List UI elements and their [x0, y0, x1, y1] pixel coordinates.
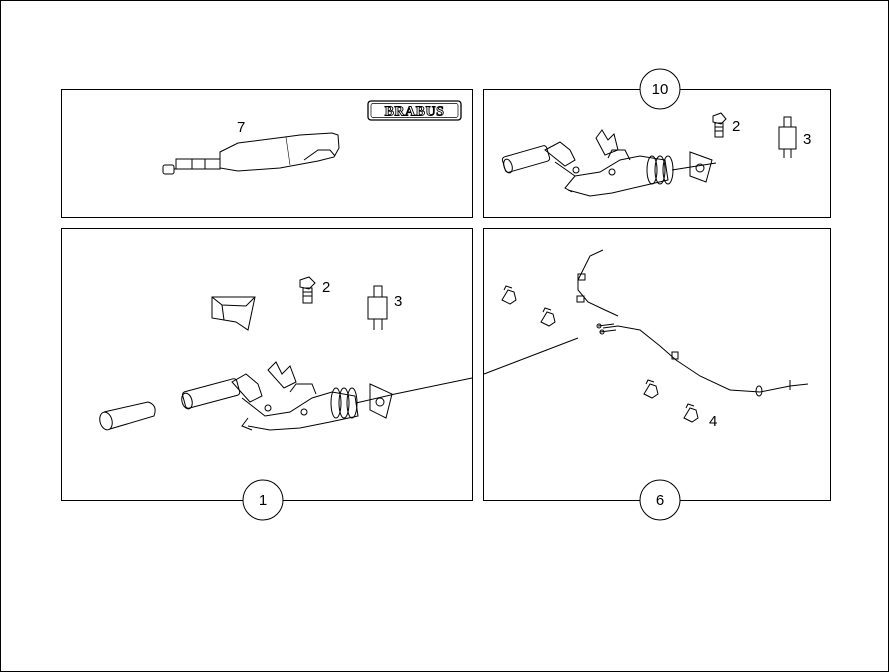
brabus-logo-text: BRABUS: [385, 105, 445, 120]
brake-cable-link: [394, 337, 579, 395]
brake-cable-assembly: [576, 249, 809, 397]
part-label-3-top: 3: [803, 131, 811, 148]
switch-icon: [778, 116, 797, 158]
handle-grip: [99, 401, 156, 431]
callout-10: 10: [639, 68, 681, 110]
part-label-7: 7: [237, 119, 245, 136]
switch-icon: [367, 285, 388, 330]
callout-1: 1: [242, 479, 284, 521]
part-label-2-top: 2: [732, 118, 740, 135]
panel-bottom-right: [483, 228, 831, 501]
lever-boot-part: [211, 296, 256, 331]
svg-text:10: 10: [652, 81, 669, 98]
handbrake-assembly-bottom: [181, 361, 396, 431]
cable-clip-icon: [540, 307, 556, 327]
svg-text:1: 1: [259, 492, 267, 509]
cable-clip-icon: [643, 379, 659, 399]
callout-6: 6: [639, 479, 681, 521]
part-label-2-bottom: 2: [322, 279, 330, 296]
brabus-badge: BRABUS: [367, 100, 462, 121]
part-label-4: 4: [709, 413, 717, 430]
svg-text:6: 6: [656, 492, 664, 509]
panel-bottom-left: [61, 228, 473, 501]
panel-top-left: [61, 89, 473, 218]
lever-cover-part-7: [162, 132, 340, 175]
part-label-3-bottom: 3: [394, 293, 402, 310]
handbrake-assembly-top: [501, 129, 717, 197]
cable-clip-icon: [683, 403, 699, 423]
bolt-icon: [299, 276, 316, 304]
cable-clip-icon: [501, 285, 517, 305]
bolt-icon: [712, 112, 727, 138]
